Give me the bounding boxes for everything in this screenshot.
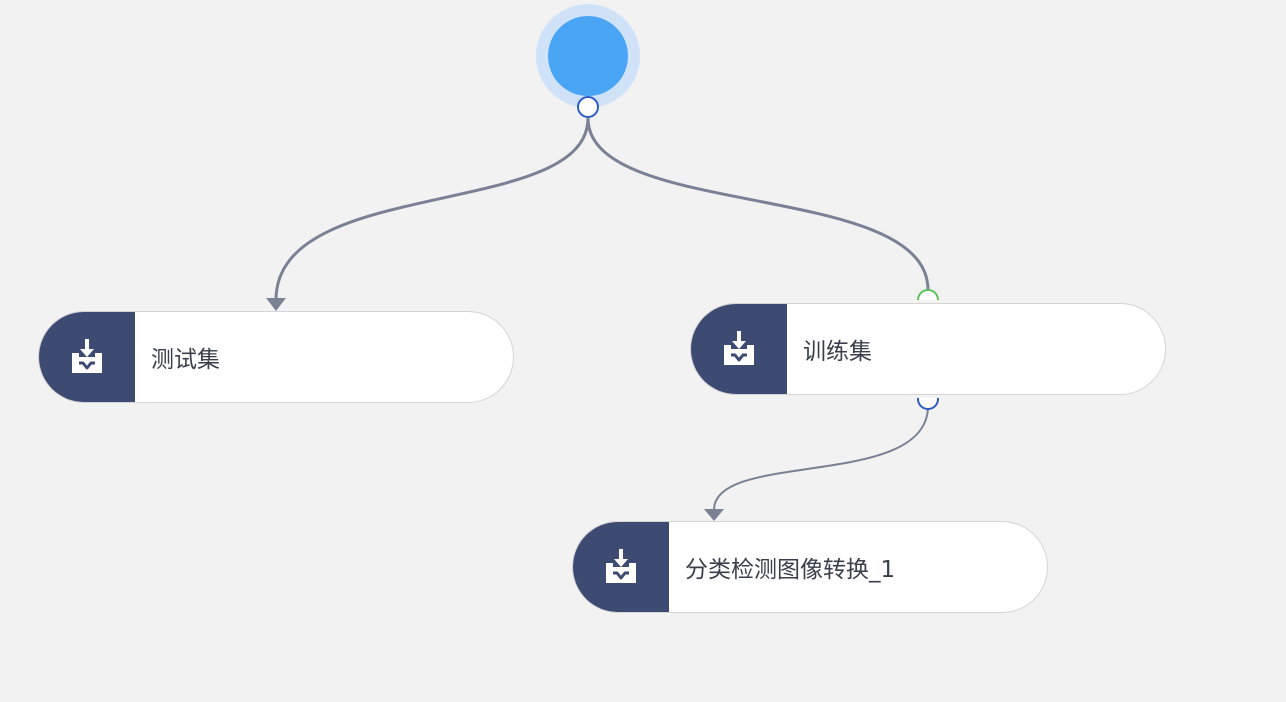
node-icon-box — [573, 522, 669, 612]
inbox-download-icon — [72, 339, 102, 373]
start-node-core — [548, 16, 628, 96]
node-icon-box — [691, 304, 787, 394]
edge-arrow-test-set — [266, 298, 286, 311]
inbox-download-icon — [606, 549, 636, 583]
node-transform[interactable]: 分类检测图像转换_1 — [572, 521, 1048, 613]
train-set-input-port[interactable] — [917, 289, 939, 300]
edge-arrow-transform — [704, 509, 724, 521]
start-node[interactable] — [536, 4, 640, 108]
edge-start-to-test-set[interactable] — [274, 117, 590, 301]
node-label: 测试集 — [151, 347, 220, 373]
node-icon-box — [39, 312, 135, 402]
edge-train-set-to-transform[interactable] — [713, 405, 929, 511]
edge-start-to-train-set[interactable] — [586, 117, 930, 291]
node-label: 分类检测图像转换_1 — [685, 557, 896, 583]
inbox-download-icon — [724, 331, 754, 365]
start-node-output-port[interactable] — [577, 96, 599, 118]
node-test-set[interactable]: 测试集 — [38, 311, 514, 403]
node-train-set[interactable]: 训练集 — [690, 303, 1166, 395]
node-label: 训练集 — [803, 339, 872, 365]
